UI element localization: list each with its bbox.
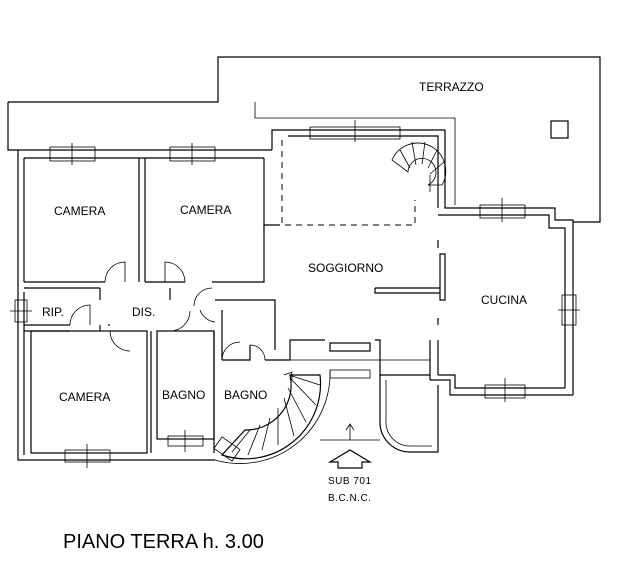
terrace-outline (7, 56, 601, 223)
entrance-arrow-icon (327, 449, 373, 469)
label-dis: DIS. (132, 305, 155, 319)
label-bcnc: B.C.N.C. (328, 493, 371, 504)
exterior-walls (17, 129, 574, 461)
label-bagno-2: BAGNO (224, 388, 267, 402)
interior-walls (24, 158, 446, 454)
spiral-stair-upper (391, 141, 447, 192)
label-terrazzo: TERRAZZO (419, 80, 484, 94)
label-camera-3: CAMERA (59, 390, 110, 404)
curved-stair-lower (214, 369, 331, 464)
terrace-planter (550, 120, 569, 139)
label-sub: SUB 701 (328, 476, 372, 487)
projection-line (281, 140, 416, 226)
windows (10, 120, 580, 468)
entrance-porch (320, 375, 439, 469)
plan-title: PIANO TERRA h. 3.00 (63, 531, 264, 553)
label-camera-1: CAMERA (54, 204, 105, 218)
doors (69, 261, 266, 361)
label-soggiorno: SOGGIORNO (308, 261, 383, 275)
label-rip: RIP. (42, 305, 64, 319)
label-cucina: CUCINA (481, 293, 527, 307)
label-bagno-1: BAGNO (162, 388, 205, 402)
label-camera-2: CAMERA (180, 203, 231, 217)
